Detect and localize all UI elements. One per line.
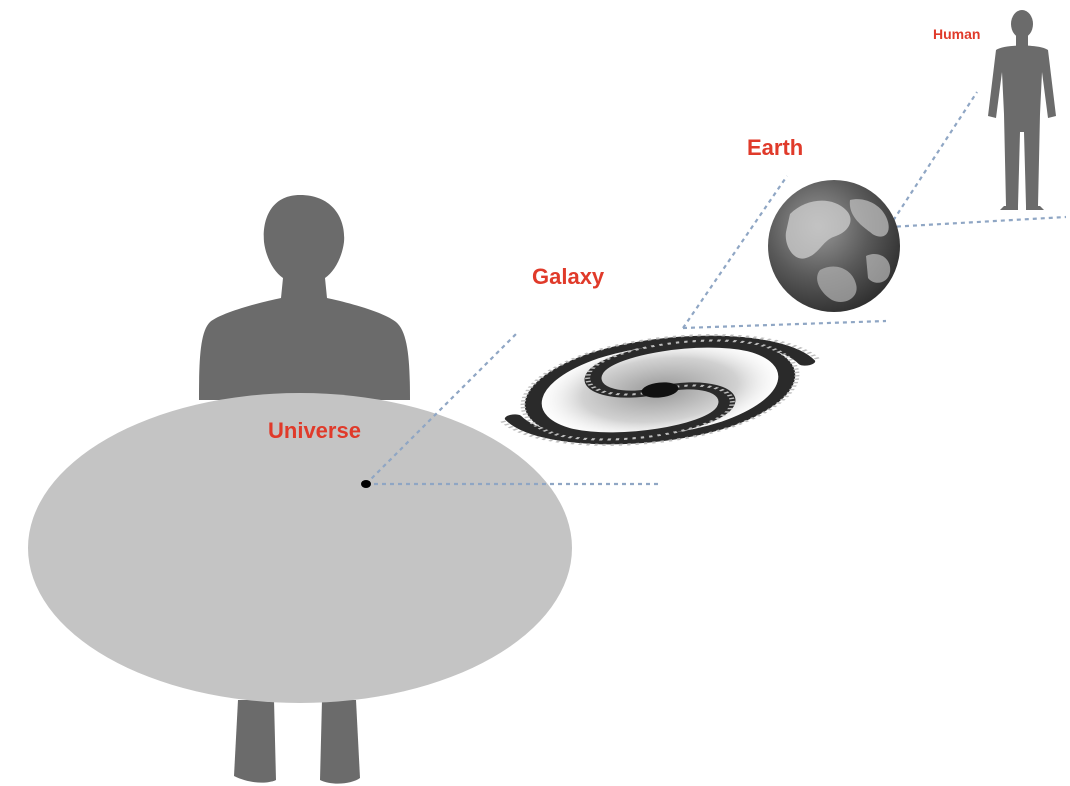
leader-galaxy-lower <box>682 319 887 330</box>
leader-galaxy-upper <box>682 175 788 329</box>
human-label: Human <box>933 26 981 42</box>
earth-label: Earth <box>747 135 804 160</box>
universe-disc <box>28 393 572 703</box>
spiral-galaxy-icon <box>499 334 821 446</box>
universe-point <box>361 480 371 488</box>
earth-globe-icon <box>768 180 900 312</box>
leader-universe-upper <box>365 331 519 485</box>
large-person-silhouette-icon <box>199 195 410 784</box>
leader-earth-lower <box>888 215 1067 229</box>
galaxy-label: Galaxy <box>532 264 605 289</box>
small-human-silhouette-icon <box>988 10 1056 210</box>
universe-label: Universe <box>268 418 361 443</box>
leader-earth-upper <box>888 91 978 228</box>
leader-lines <box>365 91 1067 486</box>
